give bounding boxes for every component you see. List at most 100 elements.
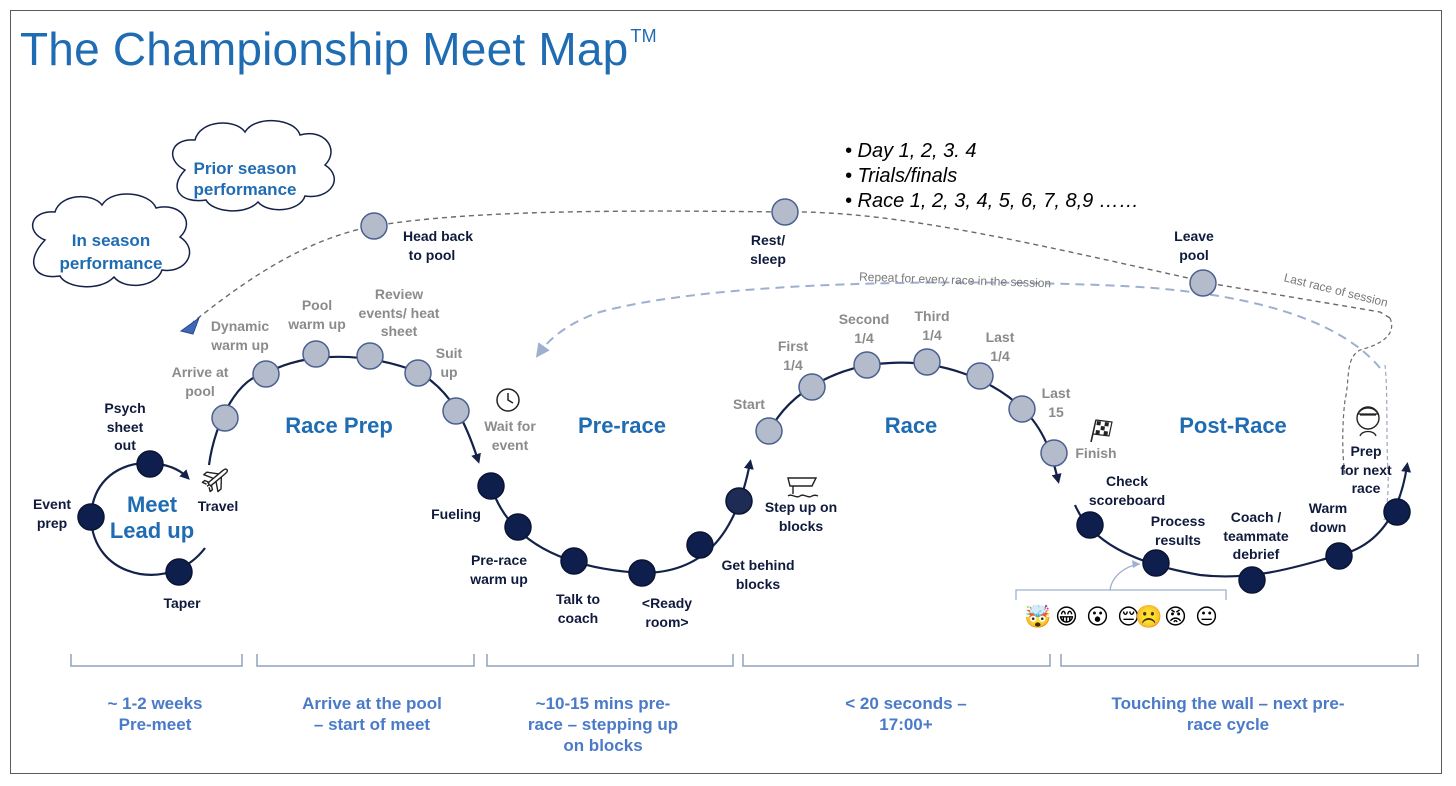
label-prerace-warm-2: warm up — [469, 571, 528, 587]
node-last-quarter — [966, 362, 994, 390]
node-coach-debrief — [1238, 566, 1266, 594]
label-leave-2: pool — [1179, 247, 1209, 263]
timeline-5-line1: Touching the wall – next pre- — [1112, 694, 1345, 713]
emoji-exploding: 🤯 — [1024, 604, 1051, 630]
label-coach-3: debrief — [1233, 546, 1280, 562]
label-prep-next-2: for next — [1340, 462, 1392, 478]
label-warm-down-1: Warm — [1309, 500, 1347, 516]
label-taper: Taper — [163, 595, 201, 611]
label-lastq-2: 1/4 — [990, 348, 1010, 364]
main-wave-mid — [489, 459, 754, 575]
node-head-back — [360, 212, 388, 240]
cloud-inseason-line2: performance — [60, 254, 163, 273]
repeat-label: Repeat for every race in the session — [859, 270, 1051, 291]
phase-meet-leadup-2: Lead up — [110, 518, 194, 543]
label-coach-2: teammate — [1223, 528, 1289, 544]
timeline-1-line1: ~ 1-2 weeks — [108, 694, 203, 713]
emoji-frown: ☹️ — [1135, 604, 1162, 630]
timeline-1-line2: Pre-meet — [119, 715, 192, 734]
label-psych-1: Psych — [104, 400, 145, 416]
node-event-prep — [77, 503, 105, 531]
emoji-row: 🤯 😁 😮 😔 ☹️ 😡 😐 — [1024, 604, 1218, 630]
emoji-pointer-arrow — [1132, 560, 1140, 568]
node-finish — [1040, 439, 1068, 467]
node-review-events — [356, 342, 384, 370]
trademark-mark: TM — [630, 26, 657, 46]
label-check-2: scoreboard — [1089, 492, 1165, 508]
phase-meet-leadup-1: Meet — [127, 492, 178, 517]
label-pool-warm-1: Pool — [302, 297, 332, 313]
label-first-1: First — [778, 338, 809, 354]
node-warm-down — [1325, 542, 1353, 570]
label-ready-2: room> — [645, 614, 688, 630]
label-review-1: Review — [375, 286, 423, 302]
node-ready-room — [628, 559, 656, 587]
cloud-prior-line2: performance — [194, 180, 297, 199]
node-first-quarter — [798, 373, 826, 401]
timeline-4-line2: 17:00+ — [879, 715, 932, 734]
timeline-2-line1: Arrive at the pool — [302, 694, 442, 713]
label-step-1: Step up on — [765, 499, 837, 515]
label-head-back-1: Head back — [403, 228, 473, 244]
label-lastq-1: Last — [986, 329, 1015, 345]
timeline-3-line3: on blocks — [563, 736, 642, 755]
label-ready-1: <Ready — [642, 595, 692, 611]
timeline-3-line2: race – stepping up — [528, 715, 678, 734]
label-leave-1: Leave — [1174, 228, 1214, 244]
node-taper — [165, 558, 193, 586]
timeline-2-line2: – start of meet — [314, 715, 431, 734]
label-prerace-warm-1: Pre-race — [471, 552, 527, 568]
node-second-quarter — [853, 351, 881, 379]
emoji-bracket — [1015, 589, 1227, 600]
label-travel: Travel — [198, 498, 238, 514]
diagram-frame — [10, 10, 1442, 774]
emoji-grin: 😁 — [1055, 605, 1078, 630]
label-fueling: Fueling — [431, 506, 481, 522]
label-event-prep-1: Event — [33, 496, 71, 512]
label-coach-1: Coach / — [1231, 509, 1282, 525]
emoji-pointer — [1109, 563, 1141, 591]
dashed-side-link — [1383, 364, 1389, 521]
label-talk-1: Talk to — [556, 591, 600, 607]
label-psych-2: sheet — [107, 419, 144, 435]
label-behind-1: Get behind — [721, 557, 794, 573]
phase-race-prep: Race Prep — [285, 413, 393, 438]
node-wait-event — [442, 397, 470, 425]
node-behind-blocks — [686, 531, 714, 559]
airplane-icon — [201, 468, 228, 493]
label-arrive-2: pool — [185, 383, 215, 399]
label-finish: Finish — [1075, 445, 1116, 461]
node-step-blocks — [725, 487, 753, 515]
label-dynamic-2: warm up — [210, 337, 269, 353]
clock-icon — [496, 388, 520, 412]
bullet-trials: • Trials/finals — [845, 165, 957, 187]
label-second-2: 1/4 — [854, 330, 874, 346]
node-talk-coach — [560, 547, 588, 575]
label-step-2: blocks — [779, 518, 824, 534]
node-dynamic-warmup — [252, 360, 280, 388]
node-pool-warmup — [302, 340, 330, 368]
checkered-flag-icon — [1090, 419, 1113, 443]
label-event-prep-2: prep — [37, 515, 67, 531]
label-wait-2: event — [492, 437, 529, 453]
label-check-1: Check — [1106, 473, 1148, 489]
label-process-1: Process — [1151, 513, 1206, 529]
timeline-brackets — [70, 654, 1419, 667]
phase-race: Race — [885, 413, 938, 438]
cloud-inseason-line1: In season — [72, 231, 150, 250]
label-suit-2: up — [440, 364, 457, 380]
label-head-back-2: to pool — [409, 247, 456, 263]
main-wave-line — [207, 355, 481, 466]
cloud-in-season: In season performance — [31, 193, 191, 288]
label-third-2: 1/4 — [922, 327, 942, 343]
label-wait-1: Wait for — [484, 418, 536, 434]
label-first-2: 1/4 — [783, 357, 803, 373]
label-process-2: results — [1155, 532, 1201, 548]
emoji-surprised: 😮 — [1086, 605, 1109, 630]
label-dynamic-1: Dynamic — [211, 318, 270, 334]
dashed-repeat-arc — [535, 281, 1381, 369]
timeline-4-line1: < 20 seconds – — [845, 694, 966, 713]
label-warm-down-2: down — [1310, 519, 1347, 535]
node-prep-next — [1383, 498, 1411, 526]
timeline-5-line2: race cycle — [1187, 715, 1269, 734]
